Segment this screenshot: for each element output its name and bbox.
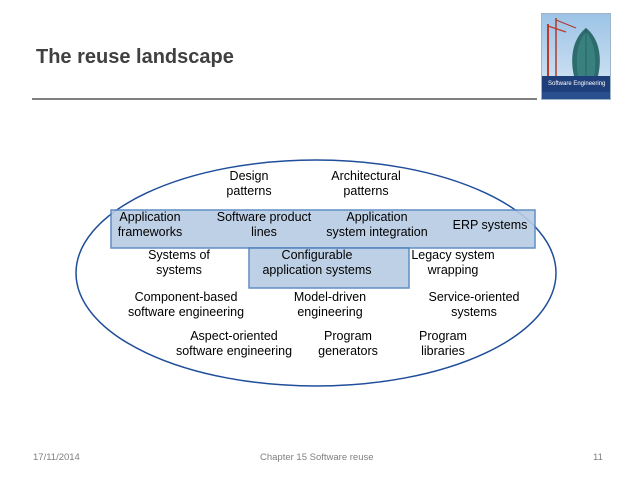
footer-page-number: 11 xyxy=(593,452,603,463)
book-cover-image: Software Engineering xyxy=(541,13,611,100)
footer-date: 17/11/2014 xyxy=(33,452,80,463)
landscape-ellipse xyxy=(75,159,557,387)
configurable-systems-box xyxy=(248,247,410,289)
diagram-label-erp-systems: ERP systems xyxy=(452,218,528,232)
integration-band-box xyxy=(110,209,536,249)
footer-chapter: Chapter 15 Software reuse xyxy=(260,452,374,463)
book-cover-title: Software Engineering xyxy=(548,81,606,87)
title-divider xyxy=(32,98,537,100)
slide-title: The reuse landscape xyxy=(36,46,234,68)
